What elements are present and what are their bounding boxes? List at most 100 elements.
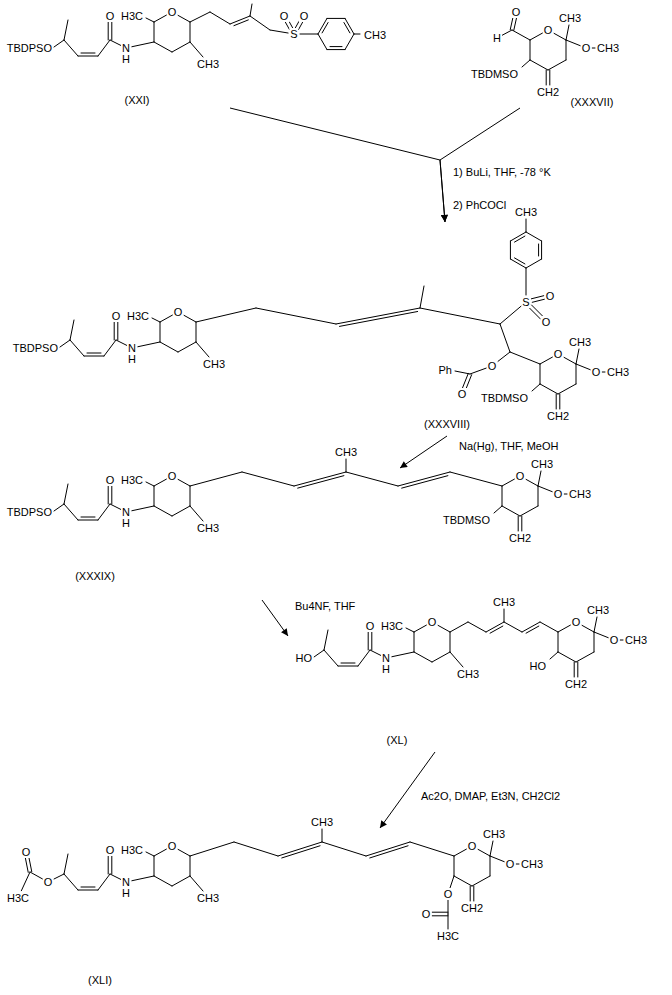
atom-label: O: [443, 888, 454, 900]
bond-line: [540, 357, 553, 364]
bond-line: [432, 912, 448, 913]
atom-label: CH3: [520, 858, 544, 870]
bond-line: [470, 368, 486, 374]
compound-number: (XL): [387, 734, 408, 746]
bond-line: [530, 40, 531, 60]
bond-line: [398, 472, 450, 486]
bond-line: [354, 34, 360, 35]
bond-line: [78, 890, 98, 891]
atom-label: O: [571, 616, 582, 628]
bond-line: [117, 322, 118, 340]
bond-line: [250, 4, 252, 16]
bond-line: [190, 42, 203, 57]
atom-label: CH3: [482, 828, 506, 840]
compound-number: (XXXIX): [75, 570, 115, 582]
bond-line: [450, 652, 463, 667]
bond-line: [530, 60, 548, 70]
bond-line: [472, 876, 490, 886]
atom-label: O: [543, 24, 554, 36]
bond-line: [190, 876, 203, 891]
bond-line: [172, 42, 190, 52]
bond-line: [526, 232, 542, 241]
bond-line: [538, 486, 552, 492]
bond-line: [322, 842, 366, 856]
bond-line: [324, 630, 328, 650]
bond-line: [98, 504, 110, 520]
reagent-text: 1) BuLi, THF, -78 °K: [452, 166, 552, 178]
reagent-text: Bu4NF, THF: [294, 600, 356, 612]
bond-line: [327, 49, 345, 50]
bond-line: [196, 342, 209, 357]
bond-line: [116, 340, 127, 345]
bond-line: [454, 876, 472, 886]
atom-label: O: [591, 366, 602, 378]
bond-line: [420, 308, 500, 324]
bond-line: [330, 46, 342, 47]
bond-line: [346, 459, 347, 472]
atom-label: O: [43, 876, 54, 888]
bond-line: [154, 876, 172, 886]
bond-line: [314, 650, 324, 657]
reagent-text: 2) PhCOCl: [452, 199, 507, 211]
atom-label: O: [541, 316, 552, 328]
bond-line: [366, 842, 410, 856]
atom-label: O: [487, 360, 498, 372]
bond-line: [556, 394, 557, 409]
bond-line: [64, 504, 78, 520]
bond-line: [21, 872, 30, 891]
bond-line: [132, 876, 154, 881]
bond-line: [152, 318, 160, 322]
bond-line: [256, 308, 336, 324]
bond-line: [111, 486, 112, 504]
compound-number: (XLI): [88, 974, 112, 986]
bond-line: [529, 308, 541, 320]
bond-line: [154, 506, 172, 516]
atom-label: CH3: [196, 522, 220, 534]
bond-line: [502, 479, 515, 486]
atom-label: O: [427, 616, 438, 628]
bond-line: [368, 632, 369, 650]
atom-label: CH2: [460, 902, 484, 914]
bond-line: [490, 626, 503, 633]
bond-line: [515, 236, 525, 242]
bond-line: [345, 34, 354, 50]
atom-label: Ph: [438, 364, 453, 376]
bond-line: [432, 915, 448, 916]
bond-line: [558, 625, 571, 632]
bond-line: [190, 12, 210, 22]
bond-line: [510, 241, 511, 259]
bond-line: [160, 342, 178, 352]
bond-line: [154, 42, 172, 52]
atom-label: O: [105, 10, 116, 22]
bond-line: [370, 650, 381, 655]
bond-line: [340, 312, 418, 327]
atom-label: H: [121, 517, 131, 529]
bond-line: [538, 244, 539, 256]
reaction-arrow: [262, 600, 288, 636]
bond-line: [146, 852, 154, 856]
bond-line: [566, 40, 580, 46]
atom-label: CH3: [492, 596, 516, 608]
atom-label: CH3: [606, 366, 630, 378]
bond-line: [549, 70, 550, 85]
bond-line: [327, 18, 345, 19]
bond-line: [54, 40, 64, 47]
bond-line: [154, 479, 167, 486]
bond-line: [318, 34, 327, 50]
bond-line: [358, 650, 370, 666]
compound-box: (XLI): [2, 828, 620, 992]
atom-label: CH3: [586, 604, 610, 616]
atom-label: H: [127, 353, 137, 365]
bond-line: [98, 874, 110, 890]
atom-label: O: [505, 858, 516, 870]
bond-line: [620, 640, 623, 641]
bond-line: [550, 652, 558, 659]
atom-label: CH2: [546, 410, 570, 422]
bond-line: [64, 854, 68, 874]
bond-line: [87, 353, 101, 354]
atom-label: O: [279, 10, 290, 22]
bond-line: [414, 652, 432, 662]
protecting-group-label: TBDPSO: [12, 342, 59, 354]
atom-label: CH3: [596, 42, 620, 54]
bond-line: [450, 622, 468, 632]
